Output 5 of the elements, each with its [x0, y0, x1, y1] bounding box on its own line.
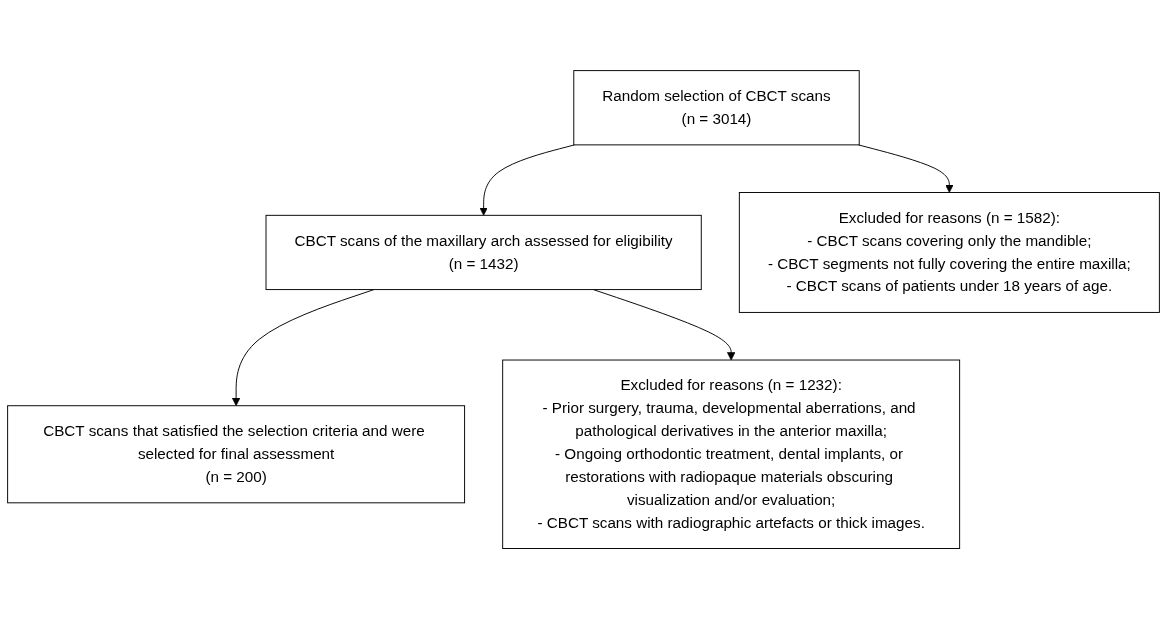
node-box: CBCT scans of the maxillary arch assessed for eligibility (n = 1432)	[265, 214, 702, 290]
node-box: Excluded for reasons (n = 1232): - Prior surgery, trauma, developmental aberrations, and pathological derivatives in the anterior maxilla; - Ongoing orthodontic treatment, dental implants, or restorations with radiopaque materials obscuring visualization and/or evaluation; - CBCT scans with radiographic artefacts or thick images.	[502, 359, 961, 549]
node-box: CBCT scans that satisfied the selection criteria and were selected for final assessment (n = 200)	[7, 405, 466, 504]
node-box: Random selection of CBCT scans (n = 3014)	[573, 70, 860, 146]
node-box: Excluded for reasons (n = 1582): - CBCT scans covering only the mandible; - CBCT segments not fully covering the entire maxilla; - CBCT scans of patients under 18 years of age.	[738, 191, 1160, 313]
